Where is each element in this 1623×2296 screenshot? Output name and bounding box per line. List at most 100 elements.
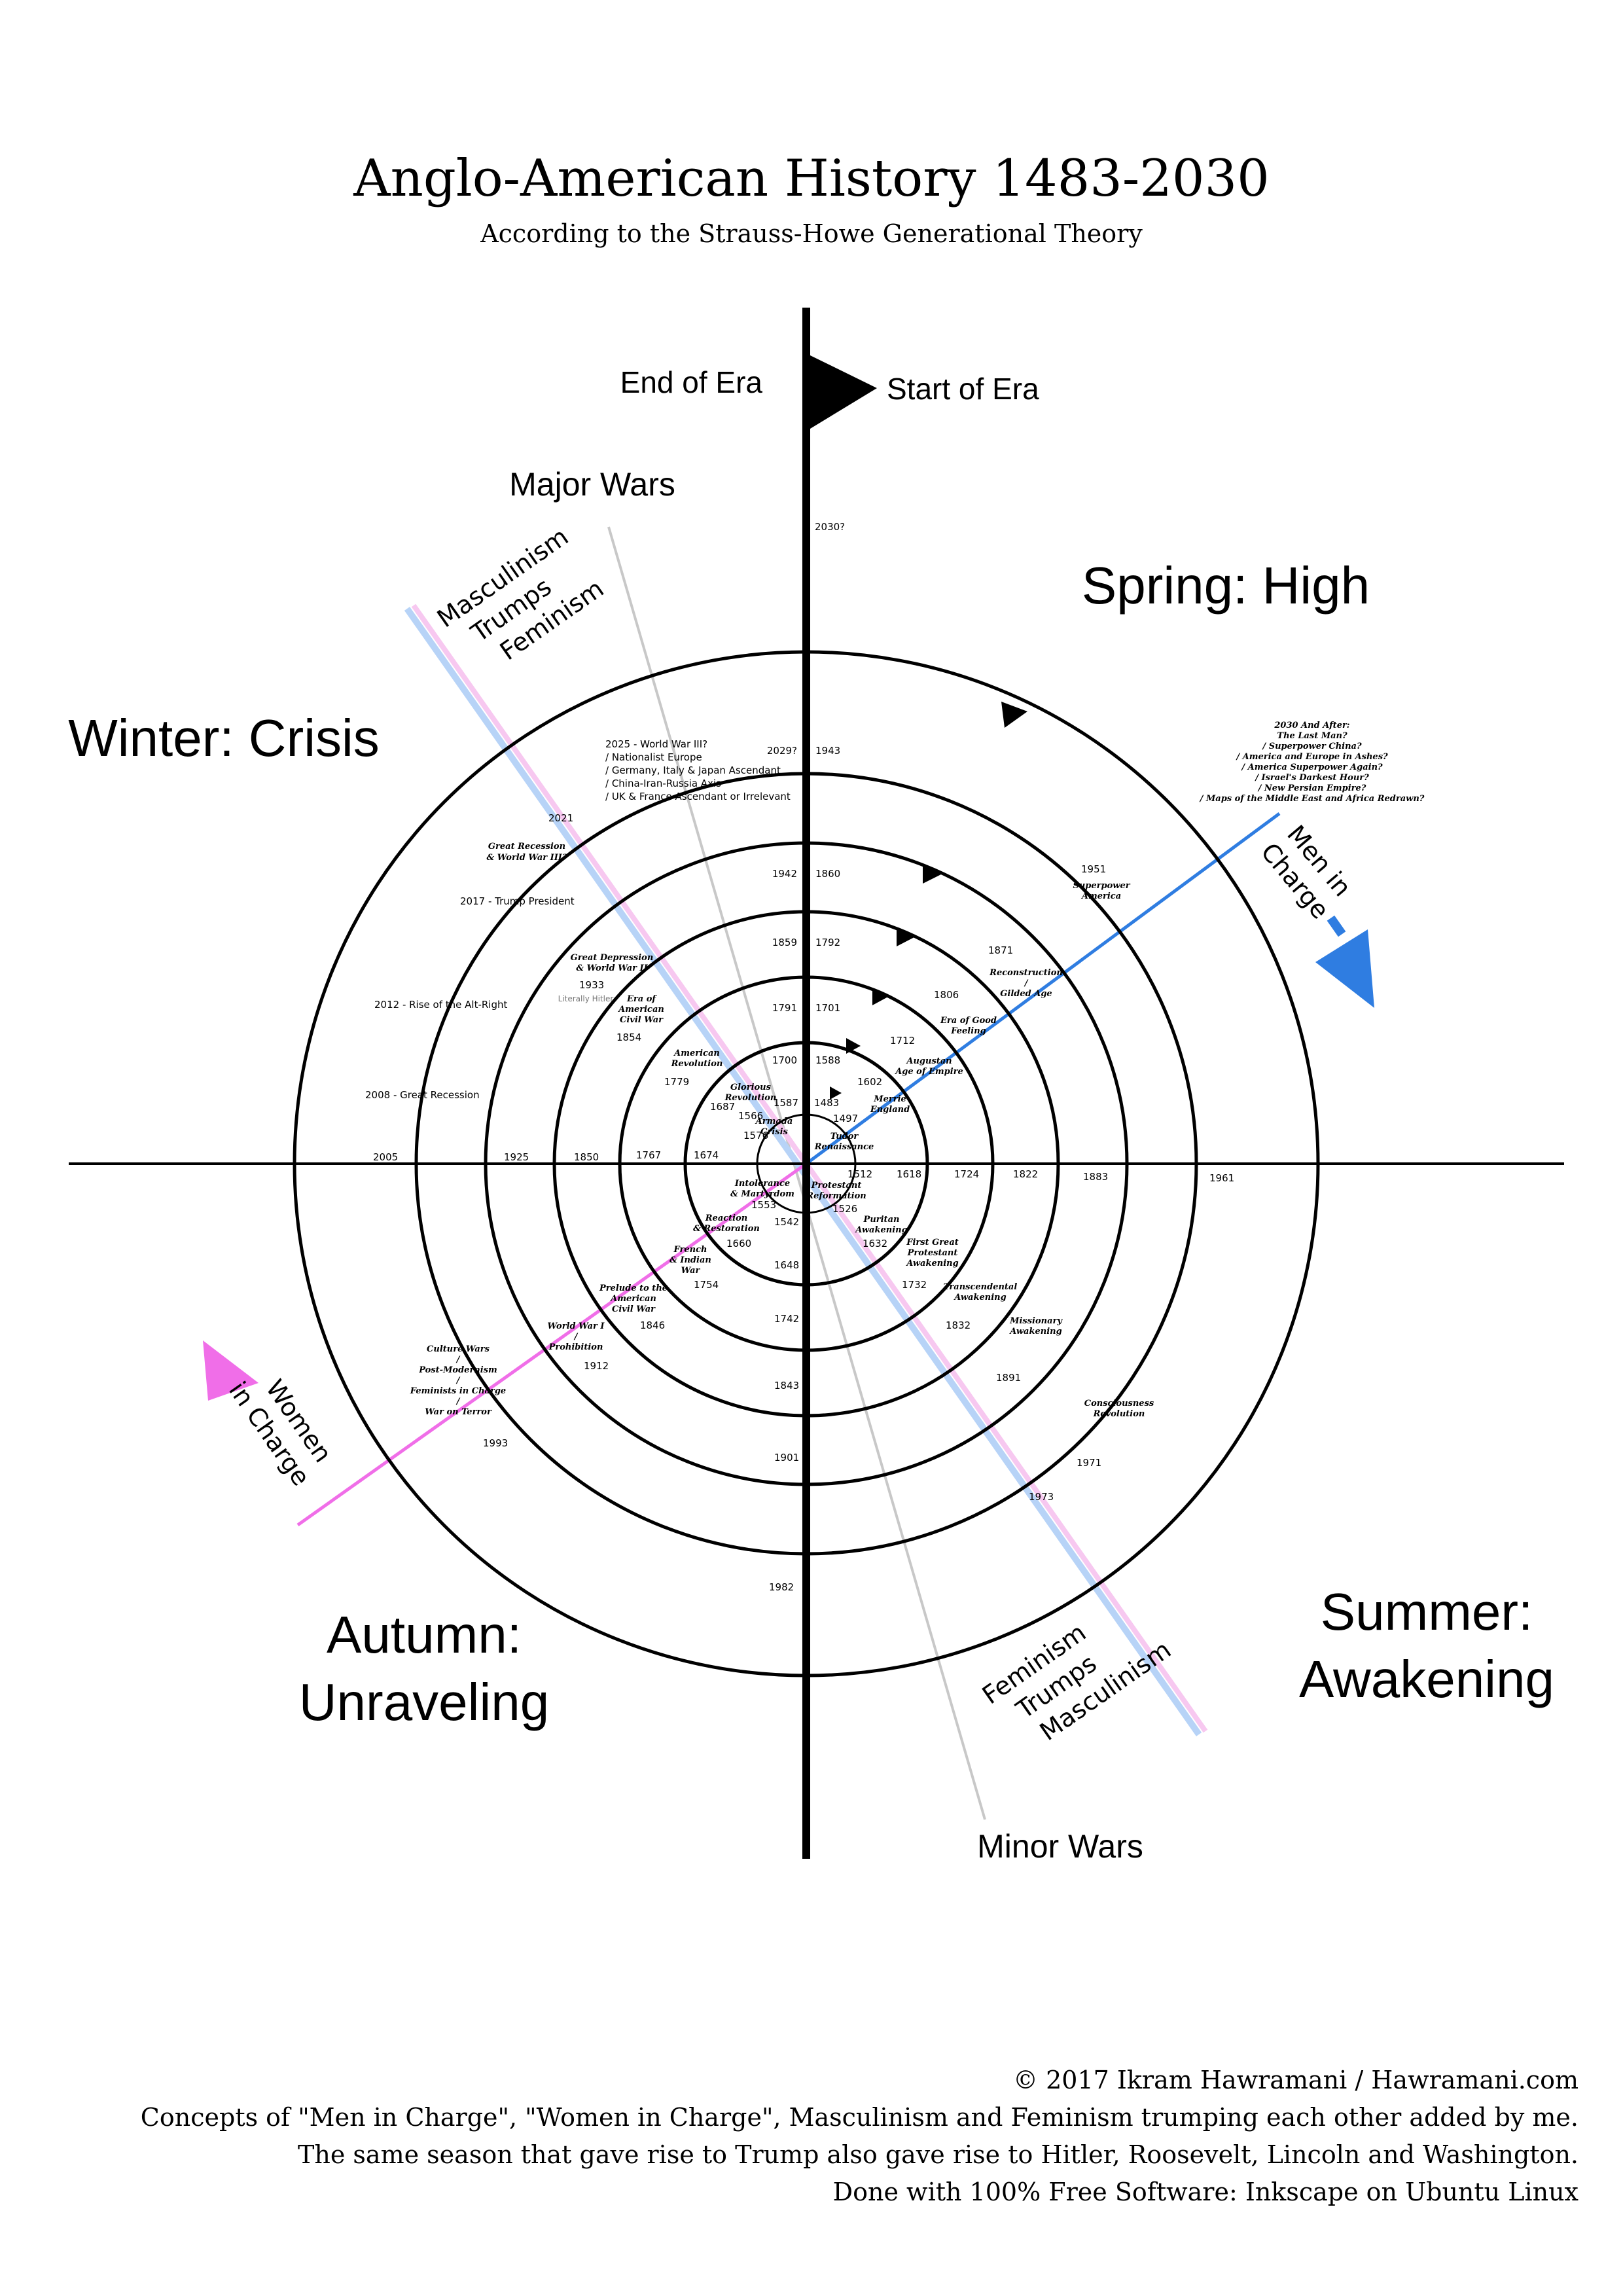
year-label: 1542 <box>774 1216 799 1228</box>
event-reconstruction-line2: / <box>1024 978 1029 988</box>
year-label: 1993 <box>483 1437 508 1449</box>
event-armada-crisis-line1: Armada <box>755 1117 793 1126</box>
event-glorious-revolution-line2: Revolution <box>724 1093 777 1103</box>
year-label: 1648 <box>774 1259 799 1271</box>
year-label: 1982 <box>769 1581 794 1593</box>
event-missionary-line2: Awakening <box>1008 1327 1061 1336</box>
event-reaction-line1: Reaction <box>705 1213 747 1223</box>
event-future-line3: / Superpower China? <box>1261 742 1362 751</box>
event-ww1-line1: World War I <box>548 1321 605 1331</box>
event-civil-war-era-line1: Era of <box>626 994 657 1004</box>
year-label: 1618 <box>897 1168 921 1180</box>
year-label: 1732 <box>902 1279 927 1291</box>
event-future-line5: / America Superpower Again? <box>1240 762 1383 772</box>
season-autumn-line2: Unraveling <box>299 1673 549 1731</box>
year-label: 1779 <box>664 1076 689 1088</box>
event-culture-wars-line3: Post-Modernism <box>418 1365 497 1375</box>
event-culture-wars-line2: / <box>455 1355 461 1365</box>
year-label: 1860 <box>815 868 840 880</box>
event-great-recession-line1: Great Recession <box>488 842 565 852</box>
event-reconstruction-line1: Reconstruction <box>989 968 1063 978</box>
year-label: 1712 <box>890 1035 915 1047</box>
year-label: 1891 <box>996 1372 1021 1384</box>
year-label: 1850 <box>574 1151 599 1163</box>
year-label: 1576 <box>743 1130 768 1141</box>
event-great-depression-line1: Great Depression <box>571 953 654 963</box>
event-american-revolution-line1: American <box>673 1049 720 1058</box>
event-ww3-line5: / UK & France Ascendant or Irrelevant <box>605 791 791 802</box>
year-label: 1724 <box>954 1168 979 1180</box>
footer-season-note: The same season that gave rise to Trump … <box>298 2140 1578 2169</box>
event-french-indian-line1: French <box>673 1245 707 1255</box>
credits-footer: © 2017 Ikram Hawramani / Hawramani.com C… <box>141 2062 1578 2211</box>
year-label: 1791 <box>772 1002 797 1014</box>
triangle-arrow-icon <box>1001 702 1027 728</box>
year-label: 1942 <box>772 868 797 880</box>
year-label: 1754 <box>694 1279 719 1291</box>
event-puritan-line2: Awakening <box>854 1225 907 1235</box>
event-good-feeling-line1: Era of Good <box>940 1016 997 1026</box>
year-label: 1526 <box>832 1203 857 1215</box>
event-transcendental-line2: Awakening <box>953 1293 1006 1302</box>
men-in-charge-line <box>805 812 1281 1166</box>
event-consciousness-line2: Revolution <box>1093 1409 1145 1419</box>
event-superpower-line2: America <box>1080 891 1121 901</box>
event-armada-crisis-line2: Crisis <box>760 1127 788 1137</box>
year-label: 1933 <box>579 979 604 991</box>
event-great-recession-line2: & World War III? <box>486 853 567 863</box>
end-of-era-label: End of Era <box>620 365 763 399</box>
event-intolerance-line2: & Martyrdom <box>730 1189 794 1199</box>
event-french-indian-line3: War <box>681 1266 701 1276</box>
season-spring: Spring: High <box>1082 556 1370 615</box>
year-label: 1553 <box>751 1199 776 1211</box>
event-culture-wars-line4: / <box>455 1376 461 1386</box>
year-label: 1742 <box>774 1313 799 1325</box>
event-first-great-awakening-line2: Protestant <box>907 1248 958 1258</box>
event-french-indian-line2: & Indian <box>669 1255 711 1265</box>
year-label: 1483 <box>814 1097 839 1109</box>
women-in-charge-line <box>296 1162 808 1527</box>
year-label: 1971 <box>1077 1457 1101 1469</box>
season-autumn-line1: Autumn: <box>327 1605 522 1664</box>
event-superpower-line1: Superpower <box>1073 881 1130 891</box>
year-label: 1687 <box>710 1101 735 1113</box>
event-first-great-awakening-line1: First Great <box>906 1238 959 1247</box>
flag-icon <box>810 355 877 429</box>
year-label: 1951 <box>1081 863 1106 875</box>
event-protestant-reformation-line2: Reformation <box>806 1191 866 1201</box>
year-label: 2029? <box>767 745 797 757</box>
year-label: 1701 <box>815 1002 840 1014</box>
year-label: 1660 <box>726 1238 751 1249</box>
event-intolerance-line1: Intolerance <box>734 1179 790 1189</box>
event-merrie-england-line1: Merrie <box>873 1094 906 1104</box>
event-merrie-england-line2: England <box>870 1105 910 1115</box>
triangle-arrow-icon <box>923 864 942 884</box>
event-prelude-civil-war-line1: Prelude to the <box>599 1283 668 1293</box>
event-good-feeling-line2: Feeling <box>950 1026 986 1036</box>
event-civil-war-era-line2: American <box>617 1005 664 1014</box>
year-label: 1767 <box>636 1149 661 1161</box>
season-summer-line1: Summer: <box>1321 1583 1533 1641</box>
year-label: 1512 <box>847 1168 872 1180</box>
event-civil-war-era-line3: Civil War <box>620 1015 664 1025</box>
year-label: 1854 <box>616 1031 641 1043</box>
event-reaction-line2: & Restoration <box>693 1224 760 1234</box>
event-prelude-civil-war-line2: American <box>609 1294 656 1304</box>
event-future-line7: / New Persian Empire? <box>1257 783 1366 793</box>
year-label: 1973 <box>1029 1491 1054 1503</box>
year-label: 1632 <box>863 1238 887 1249</box>
year-label: 1883 <box>1083 1171 1108 1183</box>
event-future-line8: / Maps of the Middle East and Africa Red… <box>1199 794 1425 804</box>
page-subtitle: According to the Strauss-Howe Generation… <box>480 219 1143 248</box>
event-culture-wars-line1: Culture Wars <box>427 1344 490 1354</box>
event-literally-hitler: Literally Hitler <box>558 994 614 1003</box>
year-label: 1871 <box>988 944 1013 956</box>
year-label: 2021 <box>548 812 573 824</box>
event-culture-wars-line7: War on Terror <box>425 1407 492 1417</box>
event-puritan-line1: Puritan <box>863 1215 900 1225</box>
year-label: 1588 <box>815 1054 840 1066</box>
start-of-era-label: Start of Era <box>887 372 1039 406</box>
event-ww3-line2: / Nationalist Europe <box>605 751 702 763</box>
event-ww3-line4: / China-Iran-Russia Axis <box>605 778 721 789</box>
